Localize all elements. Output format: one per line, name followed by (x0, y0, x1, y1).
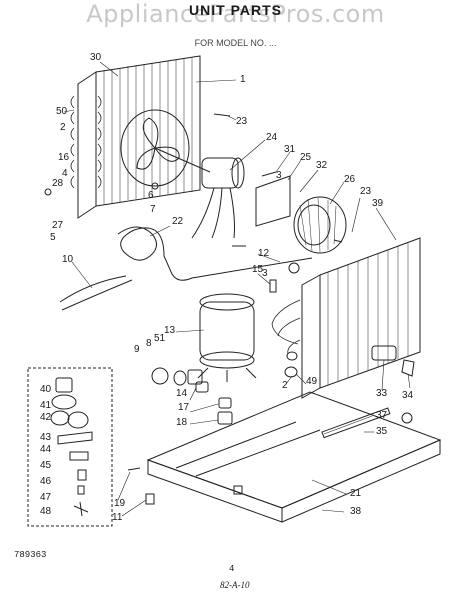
base-pan (146, 391, 442, 523)
callout-28: 28 (52, 178, 64, 189)
callout-42: 42 (40, 412, 52, 423)
callout-27: 27 (52, 220, 64, 231)
callout-14: 14 (176, 388, 188, 399)
motor-bracket (255, 175, 291, 227)
callout-45: 45 (40, 460, 52, 471)
fan-motor (191, 157, 245, 239)
date-code: 82-A-10 (220, 580, 250, 590)
callout-40: 40 (40, 384, 52, 395)
callout-2: 2 (282, 380, 288, 391)
compressor-mounts (195, 381, 233, 425)
callout-50: 50 (56, 106, 68, 117)
control-knob-parts (371, 345, 415, 377)
callout-32: 32 (316, 160, 328, 171)
page-title: UNIT PARTS (189, 2, 282, 18)
callout-49: 49 (306, 376, 318, 387)
callout-41: 41 (40, 400, 52, 411)
callout-25: 25 (300, 152, 312, 163)
page-number: 4 (229, 564, 235, 574)
compressor (197, 293, 257, 382)
capillary-tubing (117, 226, 313, 281)
callout-6: 6 (148, 190, 154, 201)
terminal-cover (151, 367, 203, 386)
callout-39: 39 (372, 198, 384, 209)
callout-34: 34 (402, 390, 414, 401)
callout-10: 10 (62, 254, 74, 265)
callout-47: 47 (40, 492, 52, 503)
callout-26: 26 (344, 174, 356, 185)
callout-4: 4 (62, 168, 68, 179)
callout-35: 35 (376, 426, 388, 437)
condenser-coil (271, 237, 421, 399)
evaporator-coil (70, 55, 201, 219)
callout-18: 18 (176, 417, 188, 428)
callout-2: 2 (60, 122, 66, 133)
callout-48: 48 (40, 506, 52, 517)
callout-24: 24 (266, 132, 278, 143)
callout-1: 1 (240, 74, 246, 85)
part-code: 789363 (14, 550, 47, 560)
callout-3: 3 (262, 268, 268, 279)
callout-46: 46 (40, 476, 52, 487)
model-subtitle: FOR MODEL NO. ... (194, 38, 277, 48)
callout-38: 38 (350, 506, 362, 517)
callout-11: 11 (112, 512, 123, 523)
callout-31: 31 (284, 144, 296, 155)
evaporator-fan (120, 109, 211, 187)
callout-44: 44 (40, 444, 52, 455)
callout-43: 43 (40, 432, 52, 443)
screws (44, 113, 413, 505)
control-components (50, 377, 93, 517)
callout-5: 5 (50, 232, 56, 243)
callout-17: 17 (178, 402, 190, 413)
callout-3: 3 (276, 170, 282, 181)
callout-8: 8 (146, 338, 152, 349)
callout-12: 12 (258, 248, 270, 259)
callout-9: 9 (134, 344, 140, 355)
callout-51: 51 (154, 333, 166, 344)
callout-16: 16 (58, 152, 70, 163)
callout-23: 23 (236, 116, 248, 127)
callout-33: 33 (376, 388, 388, 399)
controls-inset (27, 367, 113, 527)
callout-23: 23 (360, 186, 372, 197)
callout-7: 7 (150, 204, 156, 215)
callout-15: 15 (252, 264, 264, 275)
callout-21: 21 (350, 488, 362, 499)
wire-harness (59, 275, 133, 311)
callout-22: 22 (172, 216, 184, 227)
callout-13: 13 (164, 325, 176, 336)
condenser-blower-wheel (293, 196, 347, 254)
callout-19: 19 (114, 498, 126, 509)
callout-37: 37 (376, 410, 388, 421)
callout-30: 30 (90, 52, 102, 63)
watermark: AppliancePartsPros.com (86, 0, 385, 28)
